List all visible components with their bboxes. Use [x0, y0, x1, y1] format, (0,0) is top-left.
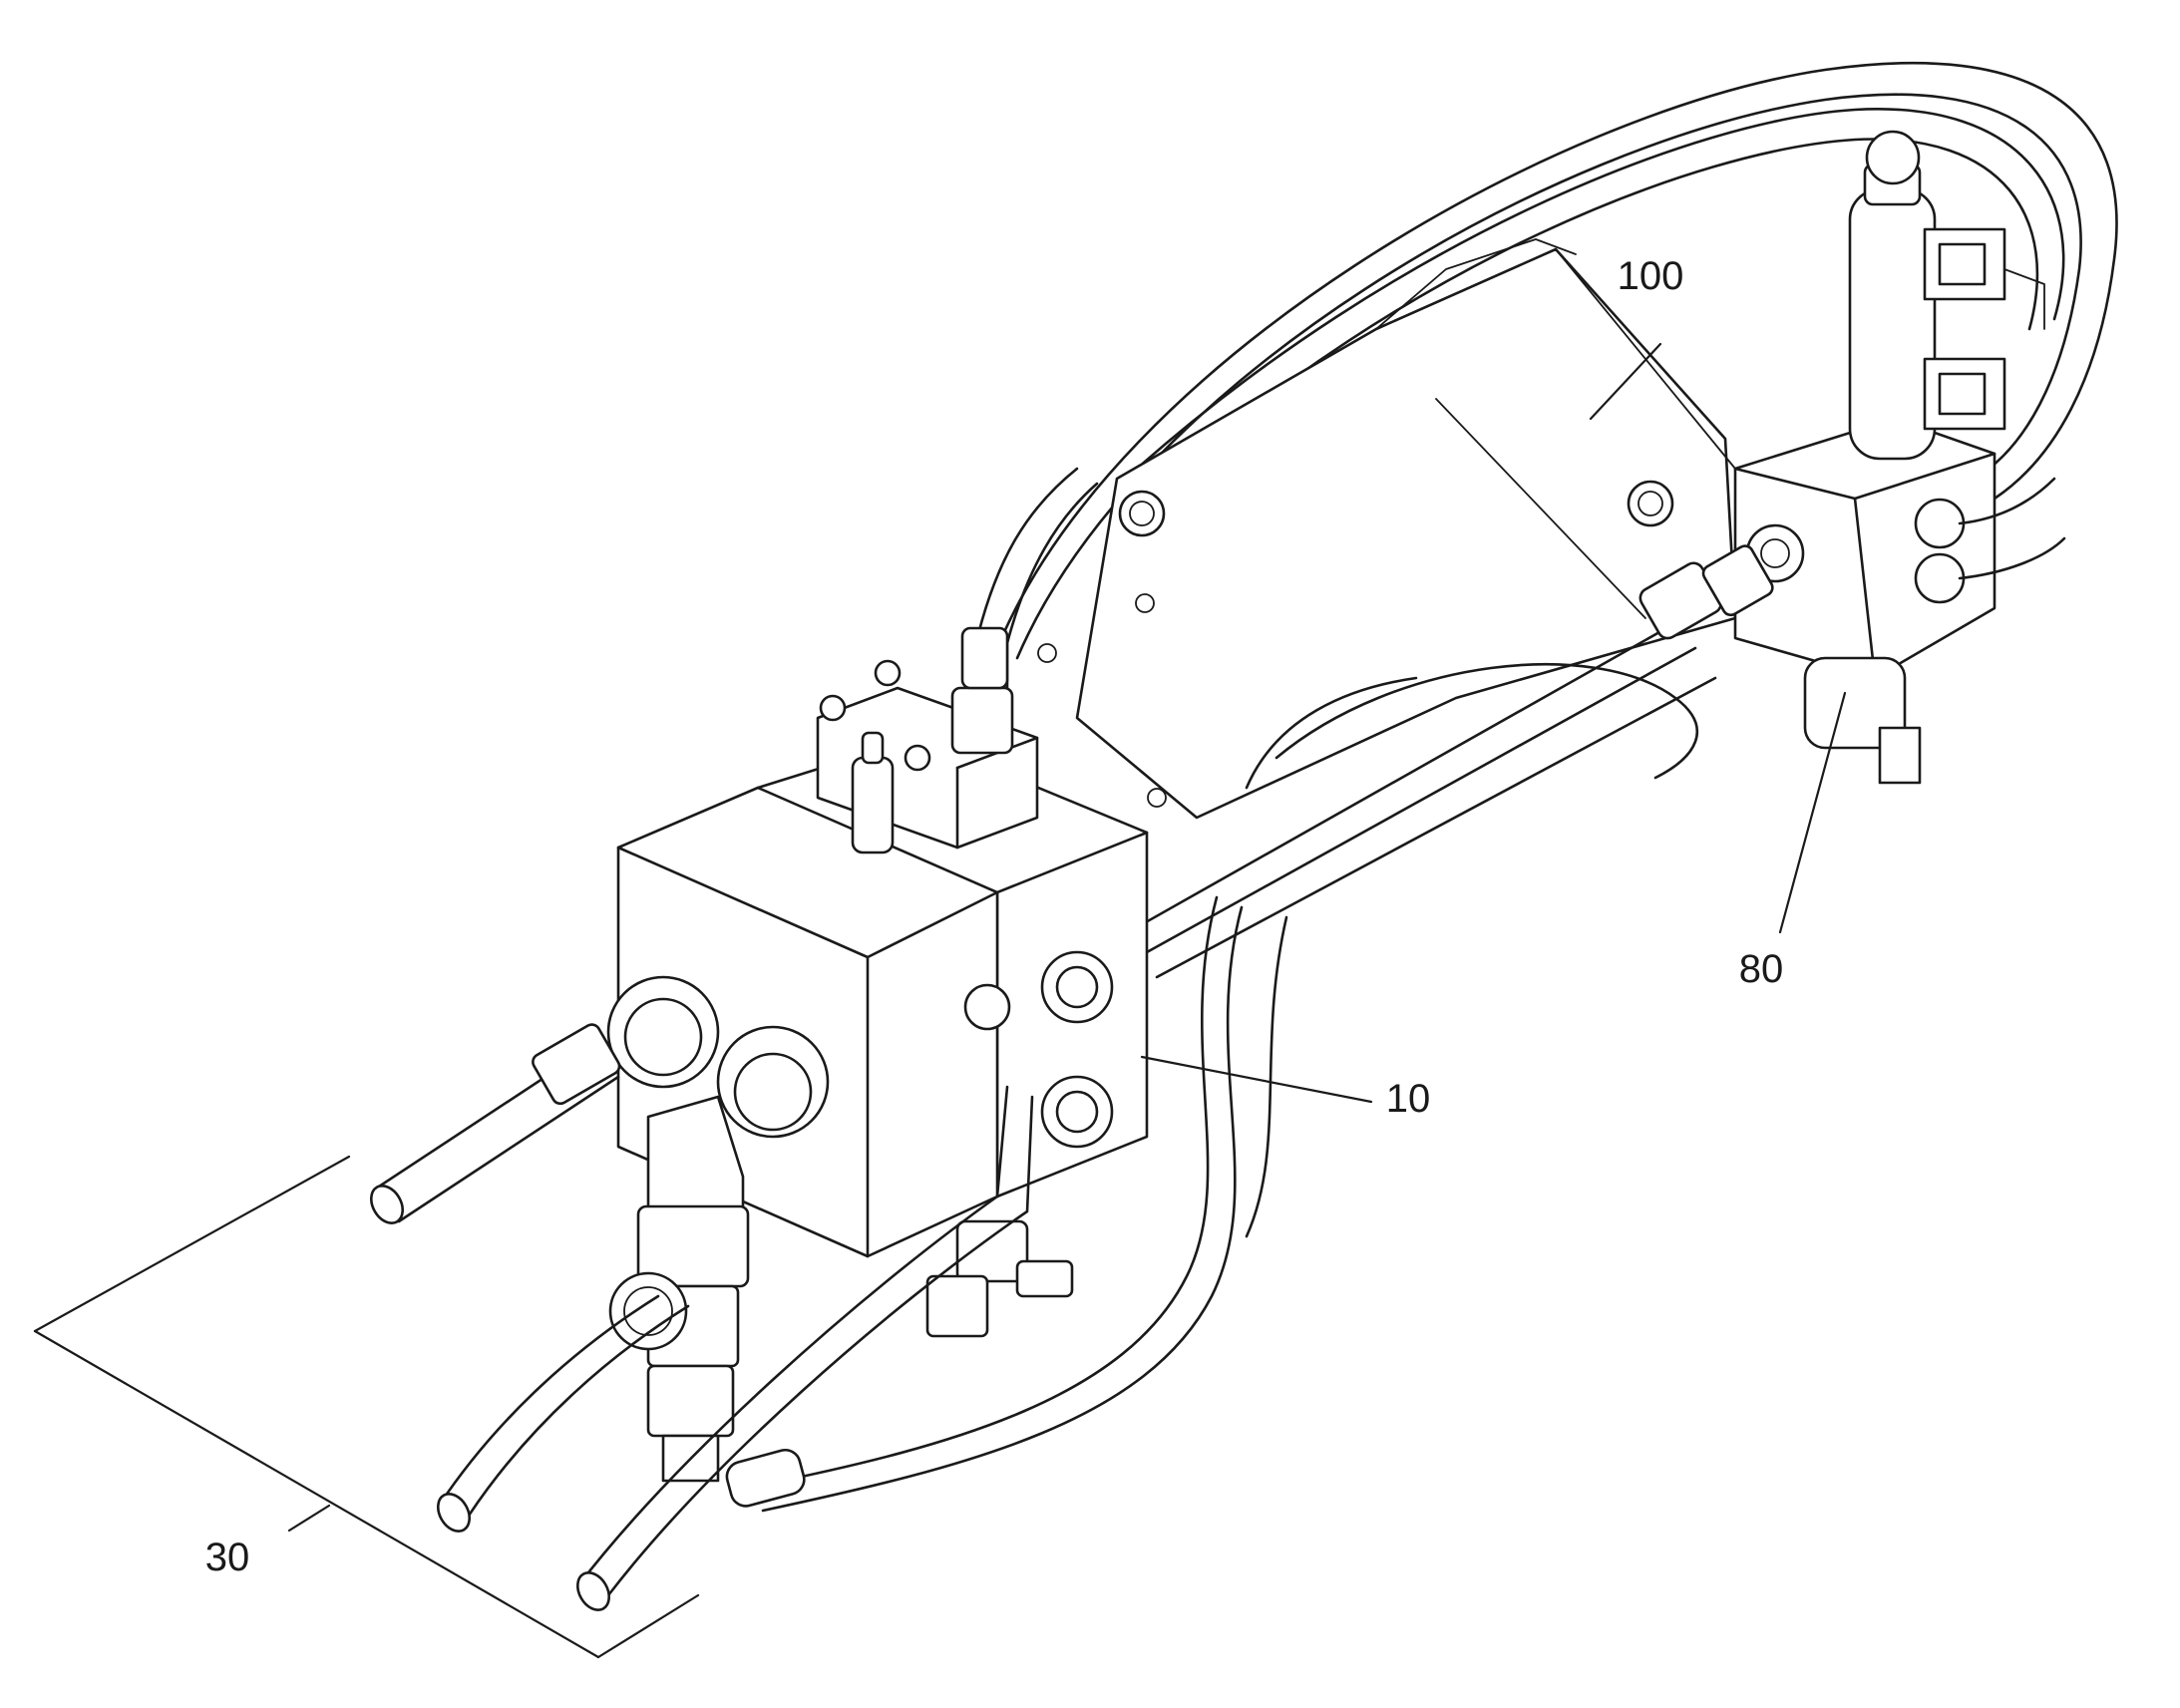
leader-100	[1589, 342, 1662, 421]
connecting-pipes	[1135, 544, 1774, 979]
ref-numeral-80: 80	[1739, 947, 1784, 991]
ref-numeral-30: 30	[205, 1536, 250, 1579]
bracket-30-base	[33, 1329, 600, 1659]
upper-hose-loops	[995, 62, 2118, 660]
disc-plate	[1245, 662, 1698, 790]
bracket-30-left-tick	[33, 1155, 351, 1333]
valve-block-80	[1733, 130, 2066, 785]
lower-fittings	[608, 1095, 1074, 1483]
leader-30	[287, 1504, 331, 1533]
outlet-pipes-30	[369, 1023, 1034, 1611]
leader-80	[1778, 691, 1847, 934]
bracket-30-right-tick	[596, 1593, 700, 1659]
ref-numeral-100: 100	[1618, 254, 1684, 298]
ref-numeral-10: 10	[1386, 1077, 1431, 1121]
lower-hose-loop	[756, 895, 1288, 1513]
leader-lines	[33, 342, 1847, 1659]
mounting-bracket-100	[1037, 238, 1737, 820]
upper-hose-fitting	[950, 467, 1099, 755]
leader-10	[1140, 1055, 1373, 1104]
